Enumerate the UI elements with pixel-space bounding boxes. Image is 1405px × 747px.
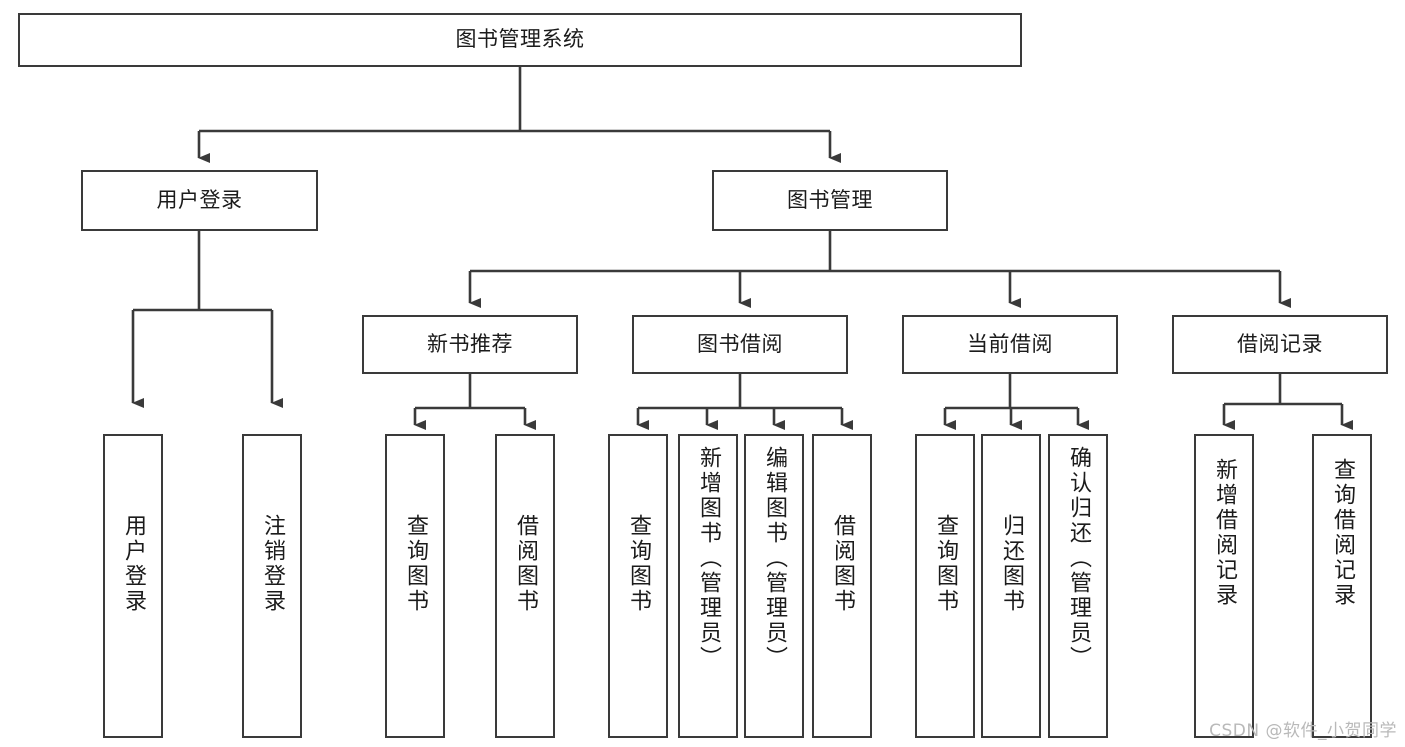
node-label: 查询图书 bbox=[626, 514, 651, 614]
node-label: 新增借阅记录 bbox=[1212, 458, 1237, 608]
leaf-return-book[interactable]: 归还图书 bbox=[981, 434, 1041, 738]
leaf-edit-book-admin[interactable]: 编辑图书（管理员） bbox=[744, 434, 804, 738]
node-label: 用户登录 bbox=[121, 514, 146, 614]
node-current-borrow[interactable]: 当前借阅 bbox=[902, 315, 1118, 374]
node-label: 借阅图书 bbox=[830, 514, 855, 614]
leaf-query-book-3[interactable]: 查询图书 bbox=[915, 434, 975, 738]
node-label: 编辑图书（管理员） bbox=[762, 446, 787, 671]
leaf-add-book-admin[interactable]: 新增图书（管理员） bbox=[678, 434, 738, 738]
node-root-book-management-system[interactable]: 图书管理系统 bbox=[18, 13, 1022, 67]
node-label: 用户登录 bbox=[156, 187, 243, 212]
node-label: 新增图书（管理员） bbox=[696, 446, 721, 671]
node-book-borrow[interactable]: 图书借阅 bbox=[632, 315, 848, 374]
node-label: 借阅图书 bbox=[513, 514, 538, 614]
node-new-book-recommend[interactable]: 新书推荐 bbox=[362, 315, 578, 374]
node-label: 图书借阅 bbox=[697, 331, 783, 356]
node-label: 归还图书 bbox=[999, 514, 1024, 614]
leaf-add-borrow-record[interactable]: 新增借阅记录 bbox=[1194, 434, 1254, 738]
node-label: 新书推荐 bbox=[427, 331, 513, 356]
node-label: 当前借阅 bbox=[967, 331, 1053, 356]
leaf-query-book-1[interactable]: 查询图书 bbox=[385, 434, 445, 738]
leaf-borrow-book-1[interactable]: 借阅图书 bbox=[495, 434, 555, 738]
node-label: 查询借阅记录 bbox=[1330, 458, 1355, 608]
node-label: 图书管理 bbox=[787, 187, 873, 212]
leaf-query-borrow-record[interactable]: 查询借阅记录 bbox=[1312, 434, 1372, 738]
node-label: 图书管理系统 bbox=[455, 27, 585, 52]
node-label: 借阅记录 bbox=[1237, 331, 1323, 356]
node-borrow-record[interactable]: 借阅记录 bbox=[1172, 315, 1388, 374]
leaf-borrow-book-2[interactable]: 借阅图书 bbox=[812, 434, 872, 738]
leaf-logout-login[interactable]: 注销登录 bbox=[242, 434, 302, 738]
node-label: 确认归还（管理员） bbox=[1066, 446, 1091, 671]
leaf-confirm-return-admin[interactable]: 确认归还（管理员） bbox=[1048, 434, 1108, 738]
node-label: 查询图书 bbox=[933, 514, 958, 614]
node-label: 查询图书 bbox=[403, 514, 428, 614]
leaf-query-book-2[interactable]: 查询图书 bbox=[608, 434, 668, 738]
node-label: 注销登录 bbox=[260, 514, 285, 614]
watermark-text: CSDN @软件_小贺同学 bbox=[1209, 721, 1397, 741]
leaf-user-login[interactable]: 用户登录 bbox=[103, 434, 163, 738]
node-user-login[interactable]: 用户登录 bbox=[81, 170, 318, 231]
node-book-management[interactable]: 图书管理 bbox=[712, 170, 948, 231]
